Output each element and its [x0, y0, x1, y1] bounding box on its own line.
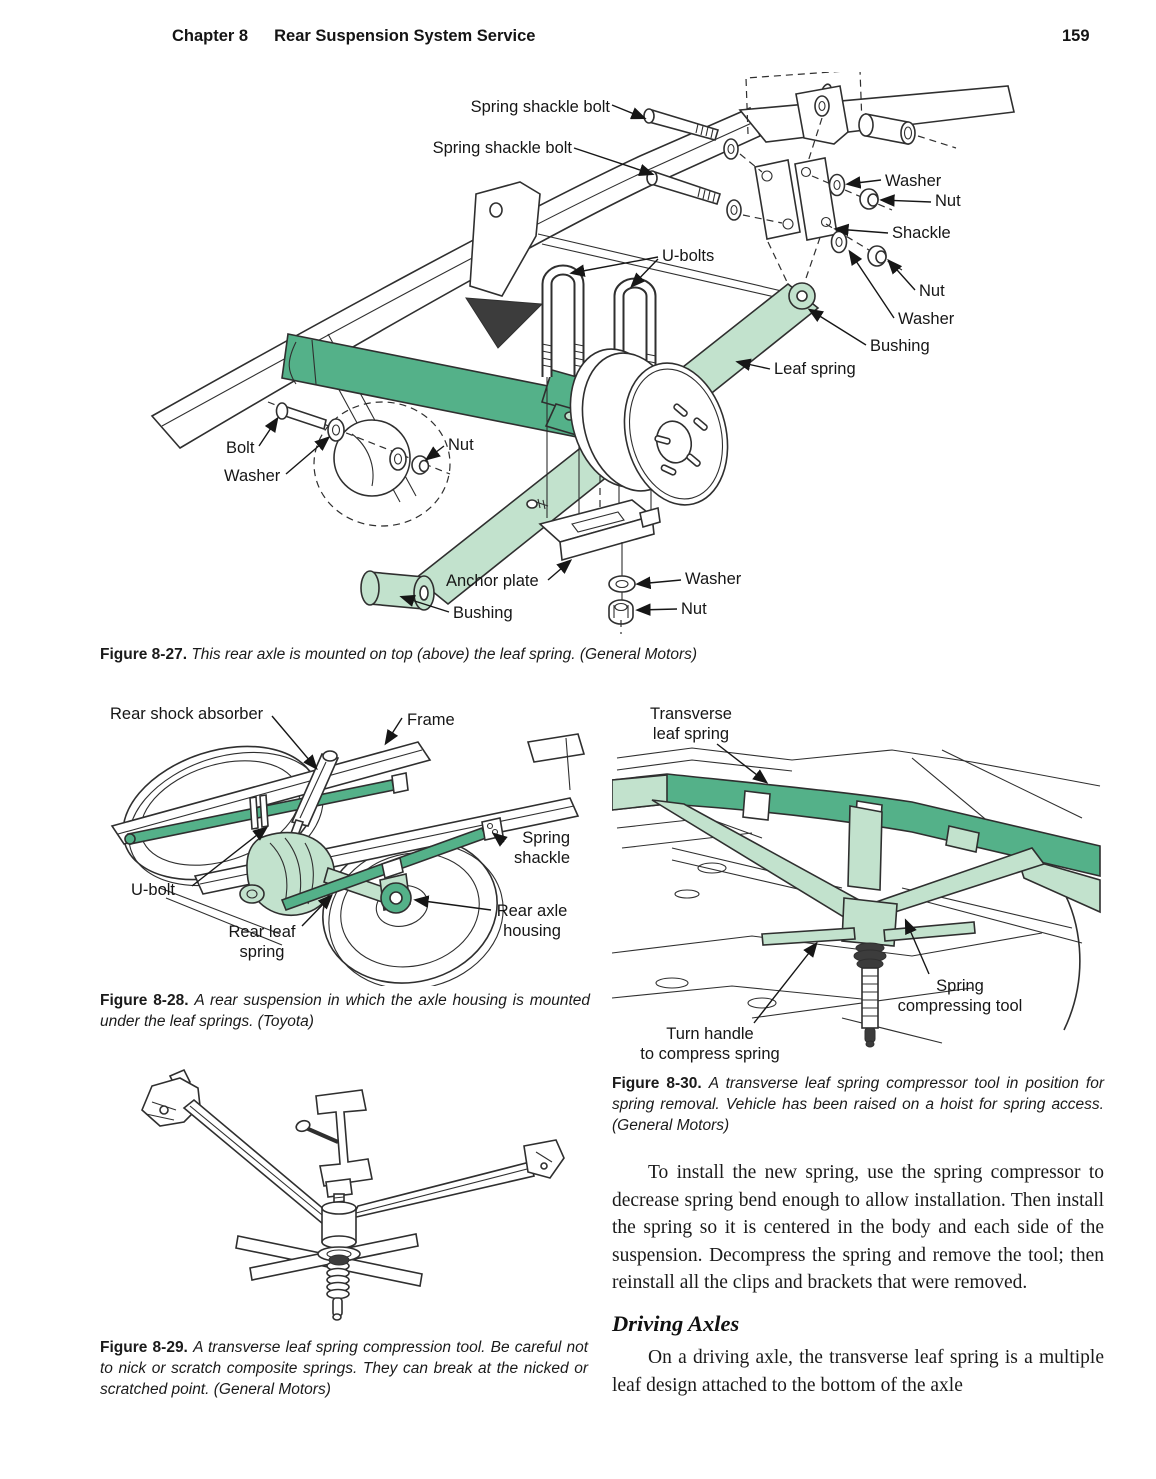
figure-8-27: Spring shackle bolt Spring shackle bolt …: [100, 72, 1060, 637]
caption-fig-8-28-text: A rear suspension in which the axle hous…: [100, 992, 591, 1031]
label-rear-shock-absorber: Rear shock absorber: [110, 705, 264, 723]
fig29-compression-tool-illustration: [141, 1068, 565, 1321]
label-spring-compressing-tool: Spring compressing tool: [897, 977, 1023, 1016]
label-washer-mid: Washer: [898, 310, 955, 328]
brake-drum-art: [569, 348, 729, 506]
label-bushing-bottom: Bushing: [453, 604, 513, 622]
fig28-rear-suspension-illustration: [110, 715, 586, 986]
caption-fig-8-28-lead: Figure 8-28.: [100, 992, 189, 1009]
label-transverse-leaf-spring: Transverse leaf spring: [650, 705, 732, 744]
compressor-tool-art: [761, 921, 976, 1048]
label-frame: Frame: [407, 711, 455, 729]
spring-arms-art: [651, 799, 1046, 947]
label-nut-mid: Nut: [919, 282, 945, 300]
chapter-title: Rear Suspension System Service: [274, 27, 536, 45]
label-anchor-plate: Anchor plate: [446, 572, 539, 590]
label-u-bolt: U-bolt: [131, 881, 176, 899]
label-spring-shackle: Spring shackle: [514, 829, 570, 868]
label-rear-axle-housing: Rear axle housing: [496, 902, 568, 941]
figure-8-29: [100, 1058, 580, 1330]
right-arm-art: [350, 1139, 565, 1220]
figure-8-28: Rear shock absorber Frame Spring shackle…: [100, 698, 592, 986]
fig28-leader-lines: [191, 715, 508, 927]
shackle-bolt-art: [643, 108, 783, 224]
label-leaf-spring: Leaf spring: [774, 360, 856, 378]
fig30-transverse-spring-illustration: [612, 743, 1101, 1048]
page-number: 159: [1062, 27, 1090, 45]
label-nut-center: Nut: [448, 436, 474, 454]
anchor-plate-art: [526, 498, 661, 634]
caption-fig-8-30-text: A transverse leaf spring compressor tool…: [612, 1075, 1104, 1135]
c-clamp-art: [295, 1089, 373, 1187]
screw-column-art: [317, 1178, 361, 1321]
bushing-cylinder-art: [858, 113, 957, 149]
body-paragraph-install: To install the new spring, use the sprin…: [612, 1162, 1104, 1293]
caption-fig-8-30-lead: Figure 8-30.: [612, 1075, 702, 1092]
spring-hanger-art: [465, 181, 789, 349]
label-turn-handle: Turn handle to compress spring: [640, 1025, 780, 1064]
label-spring-shackle-bolt-2: Spring shackle bolt: [432, 139, 572, 157]
label-bolt: Bolt: [226, 439, 255, 457]
caption-fig-8-27-text: This rear axle is mounted on top (above)…: [191, 646, 698, 663]
differential-art: [239, 831, 412, 917]
label-rear-leaf-spring: Rear leaf spring: [228, 923, 296, 962]
page-header: Chapter 8 Rear Suspension System Service: [172, 27, 535, 46]
fig30-leader-lines: [716, 743, 930, 1024]
section-heading-driving-axles: Driving Axles: [612, 1310, 740, 1336]
left-arm-art: [141, 1068, 334, 1226]
caption-fig-8-30: Figure 8-30. A transverse leaf spring co…: [612, 1073, 1104, 1136]
caption-fig-8-29-text: A transverse leaf spring compression too…: [100, 1339, 589, 1399]
fig27-rear-axle-illustration: [150, 72, 1015, 634]
label-spring-shackle-bolt-1: Spring shackle bolt: [470, 98, 610, 116]
fig27-leader-lines: [258, 104, 932, 616]
chapter-number: Chapter 8: [172, 27, 249, 45]
caption-fig-8-27: Figure 8-27. This rear axle is mounted o…: [100, 644, 900, 665]
transverse-spring-art: [612, 773, 1101, 914]
label-nut-top: Nut: [935, 192, 961, 210]
label-washer-top: Washer: [885, 172, 942, 190]
shackle-art: [754, 117, 838, 285]
label-bushing-right: Bushing: [870, 337, 930, 355]
caption-fig-8-27-lead: Figure 8-27.: [100, 646, 187, 663]
label-nut-bottom: Nut: [681, 600, 707, 618]
lower-leaf-spring-art: [280, 817, 504, 912]
caption-fig-8-29: Figure 8-29. A transverse leaf spring co…: [100, 1337, 588, 1400]
caption-fig-8-28: Figure 8-28. A rear suspension in which …: [100, 990, 590, 1032]
label-u-bolts: U-bolts: [662, 247, 715, 265]
fastener-art-left: [267, 401, 451, 475]
caption-fig-8-29-lead: Figure 8-29.: [100, 1339, 188, 1356]
label-washer-bottom: Washer: [685, 570, 742, 588]
label-shackle: Shackle: [892, 224, 951, 242]
body-text-column: To install the new spring, use the sprin…: [612, 1159, 1104, 1399]
body-paragraph-driving-axle: On a driving axle, the transverse leaf s…: [612, 1347, 1104, 1396]
figure-8-30: Transverse leaf spring Spring compressin…: [612, 698, 1102, 1068]
label-washer-left: Washer: [224, 467, 281, 485]
